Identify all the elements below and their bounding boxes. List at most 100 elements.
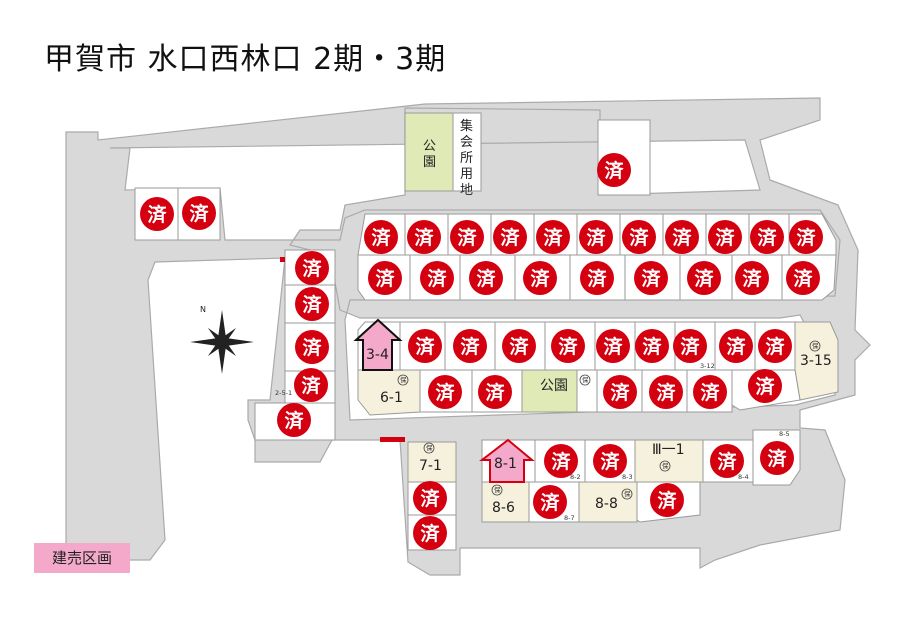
sold-circle [580, 261, 614, 295]
sold-circle [687, 261, 721, 295]
sold-char: 済 [767, 447, 787, 470]
sold-char: 済 [476, 267, 496, 290]
sold-char: 済 [715, 226, 735, 249]
lot-small-8-4: 8-4 [738, 473, 749, 481]
sold-marker: 済 [413, 516, 447, 550]
sold-marker: 済 [182, 196, 216, 230]
sold-circle [597, 153, 631, 187]
sold-marker: 済 [593, 444, 627, 478]
sold-circle [295, 251, 329, 285]
sold-circle [735, 261, 769, 295]
sold-char: 済 [694, 267, 714, 290]
sold-circle [750, 220, 784, 254]
sold-marker: 済 [786, 261, 820, 295]
sold-circle [760, 441, 794, 475]
sold-circle [469, 261, 503, 295]
sold-char: 済 [587, 267, 607, 290]
sold-circle [533, 485, 567, 519]
sold-marker: 済 [596, 329, 630, 363]
sold-char: 済 [420, 487, 440, 510]
sold-char: 済 [284, 409, 304, 432]
sold-marker: 済 [579, 220, 613, 254]
sold-circle [523, 261, 557, 295]
sold-char: 済 [726, 335, 746, 358]
sold-char: 済 [603, 335, 623, 358]
sold-circle [408, 329, 442, 363]
sold-char: 済 [742, 267, 762, 290]
sold-char: 済 [604, 159, 624, 182]
sold-char: 済 [600, 450, 620, 473]
sold-marker: 済 [760, 441, 794, 475]
sold-marker: 済 [708, 220, 742, 254]
sold-char: 済 [540, 491, 560, 514]
sold-char: 済 [680, 335, 700, 358]
sold-char: 済 [629, 226, 649, 249]
sold-marker: 済 [634, 261, 668, 295]
reserved-char: 保 [662, 461, 669, 470]
sold-circle [295, 330, 329, 364]
sold-marker: 済 [428, 375, 462, 409]
sold-marker: 済 [789, 220, 823, 254]
sold-circle [579, 220, 613, 254]
sold-char: 済 [371, 226, 391, 249]
sold-circle [428, 375, 462, 409]
sold-marker: 済 [597, 153, 631, 187]
lot-label-8-6: 8-6 [492, 500, 515, 516]
sold-circle [368, 261, 402, 295]
sold-char: 済 [302, 336, 322, 359]
sold-circle [789, 220, 823, 254]
lot-small-8-5: 8-5 [779, 430, 790, 438]
legend-kenbai: 建売区画 [34, 543, 130, 573]
reserved-char: 保 [400, 375, 407, 384]
sold-circle [708, 220, 742, 254]
lot-label-3-4: 3-4 [366, 347, 389, 363]
sold-char: 済 [301, 374, 321, 397]
sold-char: 済 [460, 335, 480, 358]
sold-circle [295, 287, 329, 321]
sold-char: 済 [700, 381, 720, 404]
sold-char: 済 [558, 335, 578, 358]
sold-char: 済 [375, 267, 395, 290]
lot-label-7-1: 7-1 [419, 458, 442, 474]
sold-marker: 済 [693, 375, 727, 409]
boundary-marker [280, 257, 285, 262]
sold-circle [493, 220, 527, 254]
sold-marker: 済 [295, 251, 329, 285]
sold-marker: 済 [413, 481, 447, 515]
sold-circle [450, 220, 484, 254]
lot-label-6-1: 6-1 [380, 390, 403, 406]
sold-circle [748, 369, 782, 403]
sold-circle [710, 444, 744, 478]
park-label-middle: 公園 [540, 378, 568, 394]
sold-char: 済 [189, 202, 209, 225]
sold-marker: 済 [580, 261, 614, 295]
sold-circle [635, 329, 669, 363]
sold-char: 済 [457, 226, 477, 249]
sold-char: 済 [796, 226, 816, 249]
sold-marker: 済 [603, 375, 637, 409]
sold-marker: 済 [295, 330, 329, 364]
lot-label-3-1: Ⅲ一1 [652, 442, 685, 458]
sold-marker: 済 [650, 483, 684, 517]
sold-marker: 済 [408, 329, 442, 363]
sold-marker: 済 [622, 220, 656, 254]
facility-char-5: 地 [460, 183, 473, 198]
sold-char: 済 [717, 450, 737, 473]
kenbai-house-3-4 [353, 318, 403, 371]
compass-icon: N [190, 305, 254, 374]
sold-marker: 済 [735, 261, 769, 295]
sold-marker: 済 [758, 329, 792, 363]
sold-circle [719, 329, 753, 363]
sold-char: 済 [509, 335, 529, 358]
sold-circle [140, 197, 174, 231]
sold-marker: 済 [649, 375, 683, 409]
sold-char: 済 [414, 226, 434, 249]
sold-char: 済 [551, 450, 571, 473]
sold-markers: 済済済済済済済済済済済済済済済済済済済済済済済済済済済済済済済済済済済済済済済済… [140, 153, 823, 550]
sold-marker: 済 [687, 261, 721, 295]
facility-char-4: 用 [460, 167, 473, 182]
sold-marker: 済 [453, 329, 487, 363]
sold-marker: 済 [140, 197, 174, 231]
lot-small-8-2: 8-2 [570, 473, 581, 481]
